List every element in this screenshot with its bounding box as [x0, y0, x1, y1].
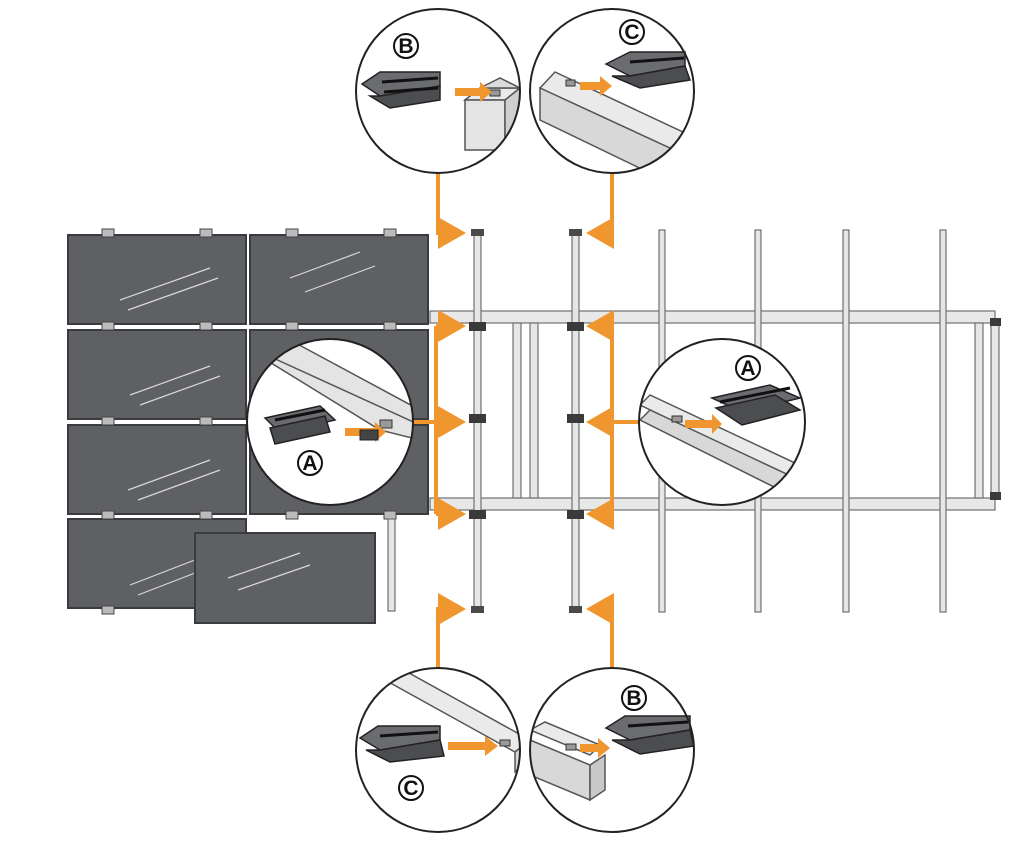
detail-circle-c-bottom: C — [355, 667, 521, 833]
solar-panel-being-placed — [194, 532, 376, 624]
arrow-c-top — [586, 173, 614, 249]
detail-circle-b-top: B — [355, 8, 521, 174]
detail-circle-b-bottom: B — [529, 667, 695, 833]
label-b-bottom: B — [626, 687, 641, 710]
solar-panel — [67, 424, 247, 515]
arrow-b-bottom — [586, 593, 614, 668]
label-a-left: A — [302, 452, 317, 475]
end-rail-right — [974, 318, 1001, 500]
clamp-part — [358, 725, 445, 763]
label-c-bottom: C — [403, 777, 418, 800]
solar-panel — [249, 234, 429, 325]
clamp-part — [604, 715, 695, 755]
orange-arrows — [412, 173, 640, 668]
vertical-rail — [939, 229, 947, 613]
clamp-part — [709, 384, 803, 426]
label-c-top: C — [624, 21, 639, 44]
solar-panel — [67, 234, 247, 325]
arrow-b-top — [436, 173, 466, 249]
vertical-rail — [842, 229, 850, 613]
label-a-right: A — [740, 357, 755, 380]
inner-short-rails — [512, 322, 539, 499]
arrow-c-bottom — [436, 593, 466, 668]
rail-clamps — [469, 322, 584, 519]
solar-panel — [67, 329, 247, 420]
detail-circle-c-top: C — [529, 8, 695, 174]
detail-circle-a-right: A — [638, 338, 806, 506]
clamp-part — [604, 51, 692, 89]
detail-circle-a-left: A — [246, 338, 414, 506]
clamp-part — [360, 71, 441, 109]
label-b-top: B — [398, 35, 413, 58]
clamp-part — [263, 405, 337, 445]
top-horizontal-rail — [429, 310, 996, 324]
